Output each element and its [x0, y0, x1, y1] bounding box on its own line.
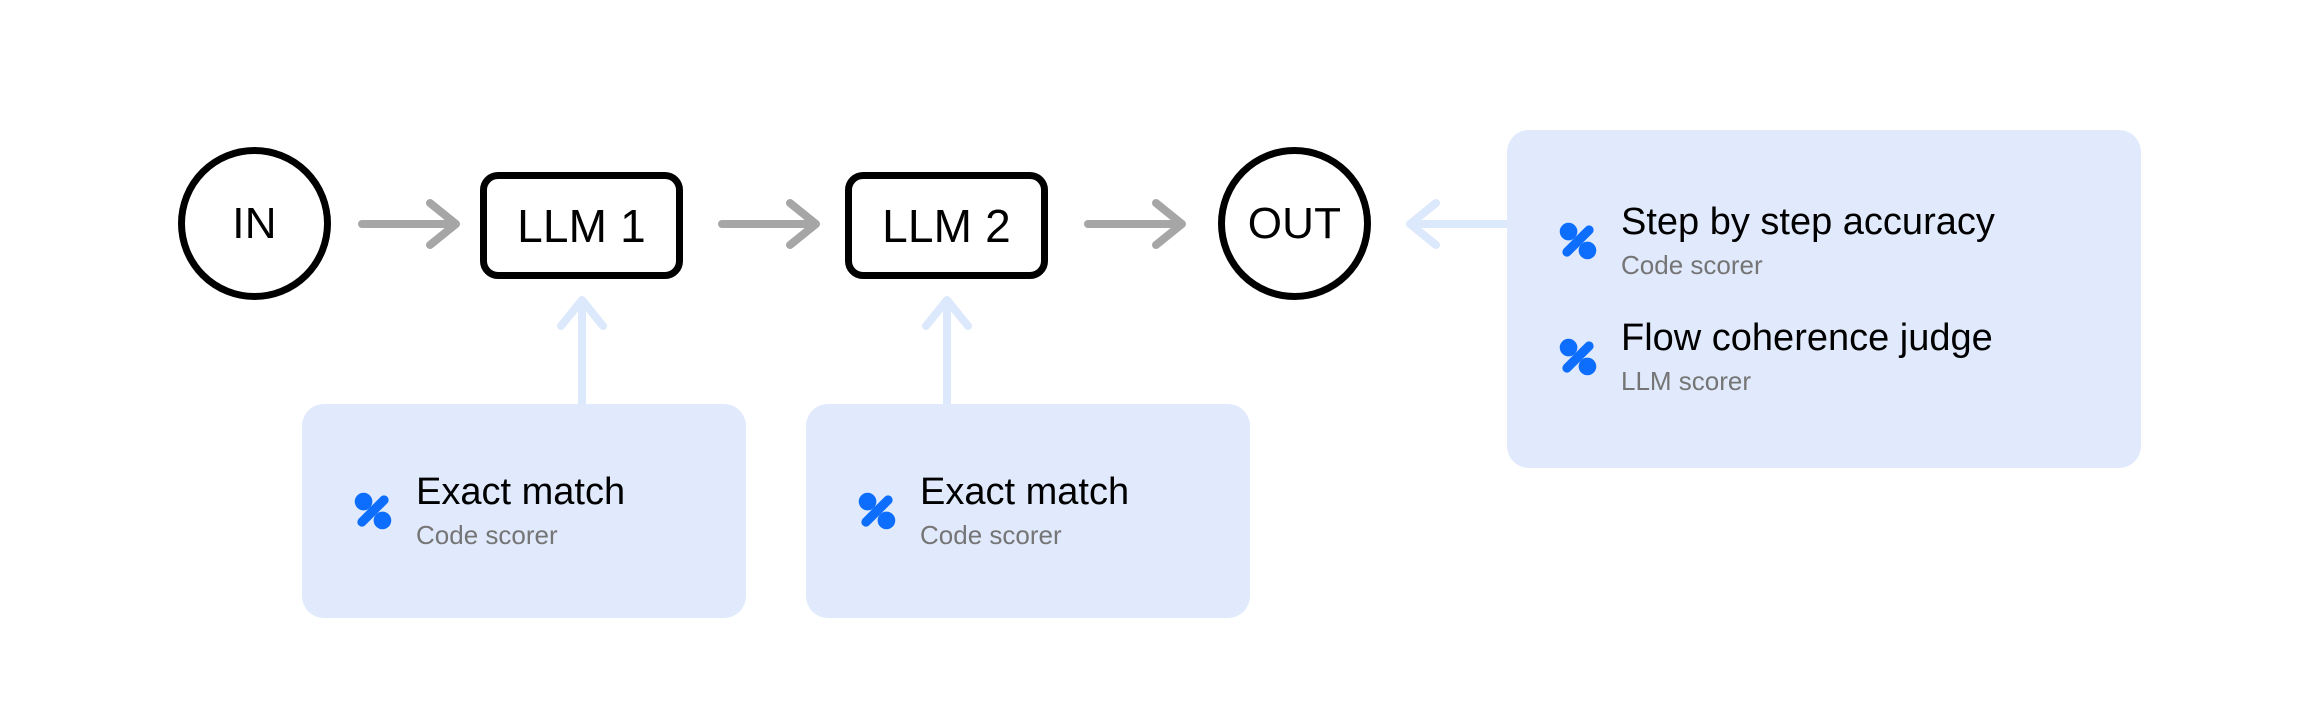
scorer-text: Exact match Code scorer	[920, 471, 1129, 551]
percent-icon	[1559, 338, 1597, 376]
node-llm1[interactable]: LLM 1	[480, 172, 683, 279]
scorer-subtitle: Code scorer	[920, 519, 1062, 550]
scorer-title: Flow coherence judge	[1621, 317, 1993, 359]
scorer-title: Exact match	[920, 471, 1130, 514]
node-out-label: OUT	[1247, 198, 1342, 248]
scorer-subtitle: LLM scorer	[1621, 365, 1752, 396]
scorer-arrow-card-out-to-out	[1406, 199, 1510, 249]
node-in-label: IN	[232, 198, 277, 248]
scorer-card-exact-match-llm2[interactable]: Exact match Code scorer	[806, 404, 1250, 618]
percent-icon	[858, 492, 896, 530]
node-llm1-label: LLM 1	[517, 199, 646, 252]
scorer-arrow-card-exact-2-to-llm2	[922, 296, 972, 410]
flow-arrow-llm2-to-out	[1084, 199, 1186, 249]
scorer-text: Flow coherence judge LLM scorer	[1621, 317, 1993, 397]
scorer-text: Step by step accuracy Code scorer	[1621, 201, 1995, 281]
scorer-title: Step by step accuracy	[1621, 201, 1995, 244]
scorer-subtitle: Code scorer	[416, 519, 558, 550]
flow-arrow-llm1-to-llm2	[718, 199, 820, 249]
flow-arrow-in-to-llm1	[358, 199, 460, 249]
scorer-item[interactable]: Flow coherence judge LLM scorer	[1557, 317, 2141, 397]
node-out[interactable]: OUT	[1218, 147, 1371, 300]
scorer-card-exact-match-llm1[interactable]: Exact match Code scorer	[302, 404, 746, 618]
percent-icon	[1559, 222, 1597, 260]
scorer-text: Exact match Code scorer	[416, 471, 625, 551]
node-llm2-label: LLM 2	[882, 199, 1011, 252]
scorer-item[interactable]: Step by step accuracy Code scorer	[1557, 201, 2141, 281]
node-llm2[interactable]: LLM 2	[845, 172, 1048, 279]
scorer-item[interactable]: Exact match Code scorer	[352, 471, 746, 551]
node-in[interactable]: IN	[178, 147, 331, 300]
scorer-arrow-card-exact-1-to-llm1	[557, 296, 607, 410]
scorer-title: Exact match	[416, 471, 626, 514]
scorer-item[interactable]: Exact match Code scorer	[856, 471, 1250, 551]
scorer-subtitle: Code scorer	[1621, 249, 1763, 280]
scorer-card-out[interactable]: Step by step accuracy Code scorer Flow c…	[1507, 130, 2141, 468]
percent-icon	[354, 492, 392, 530]
